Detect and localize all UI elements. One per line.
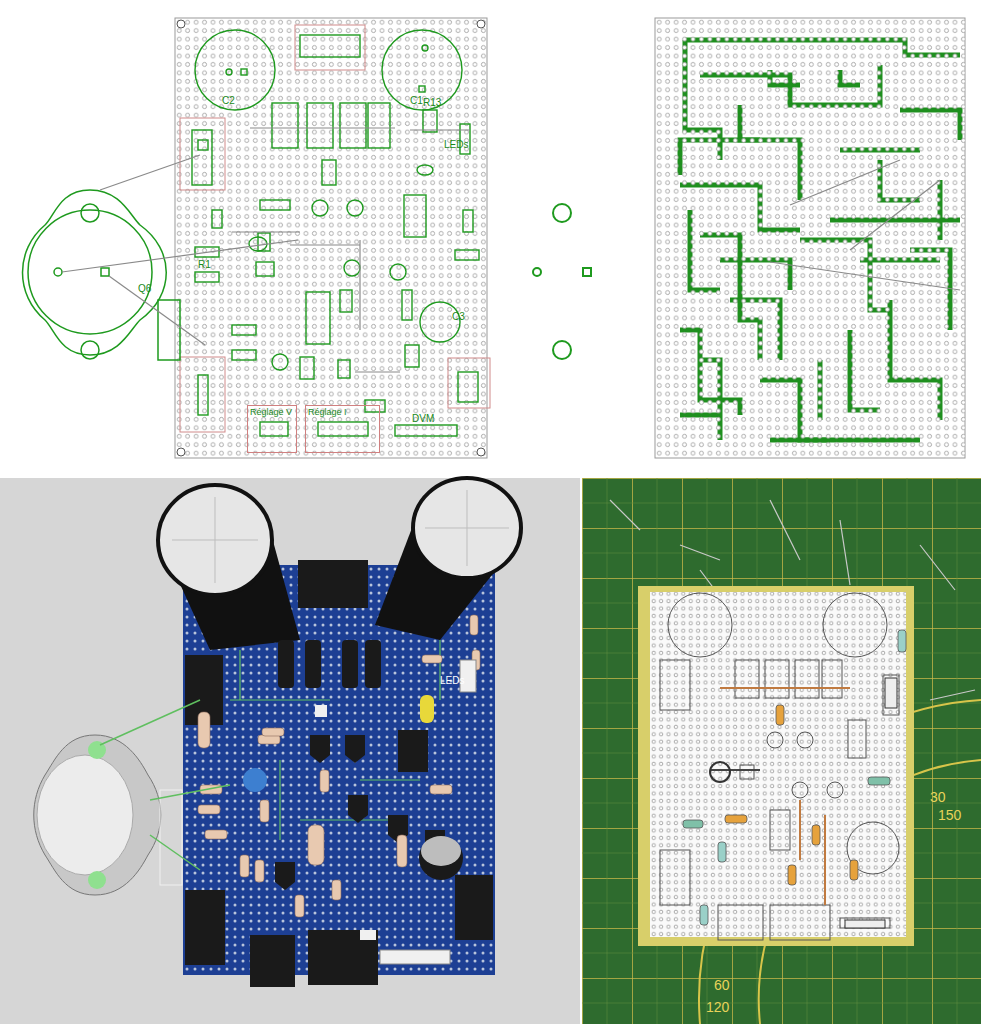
connector-box: Réglage I (305, 405, 380, 453)
connector-label: Réglage I (306, 406, 379, 419)
part-label: R1 (198, 260, 211, 270)
part-label: 150 (938, 808, 961, 822)
part-label: LEDs (444, 140, 468, 150)
connector-label: Réglage V (248, 406, 296, 419)
part-label: 30 (930, 790, 946, 804)
part-label: C2 (222, 96, 235, 106)
part-label: DVM (412, 414, 434, 424)
part-label: Q6 (138, 284, 151, 294)
part-label: R13 (423, 98, 441, 108)
part-label: 120 (706, 1000, 729, 1014)
part-label: C1 (410, 96, 423, 106)
part-label: LEDs (440, 676, 464, 686)
part-label: 60 (714, 978, 730, 992)
part-label: C3 (452, 312, 465, 322)
connector-box: Réglage V (247, 405, 297, 453)
